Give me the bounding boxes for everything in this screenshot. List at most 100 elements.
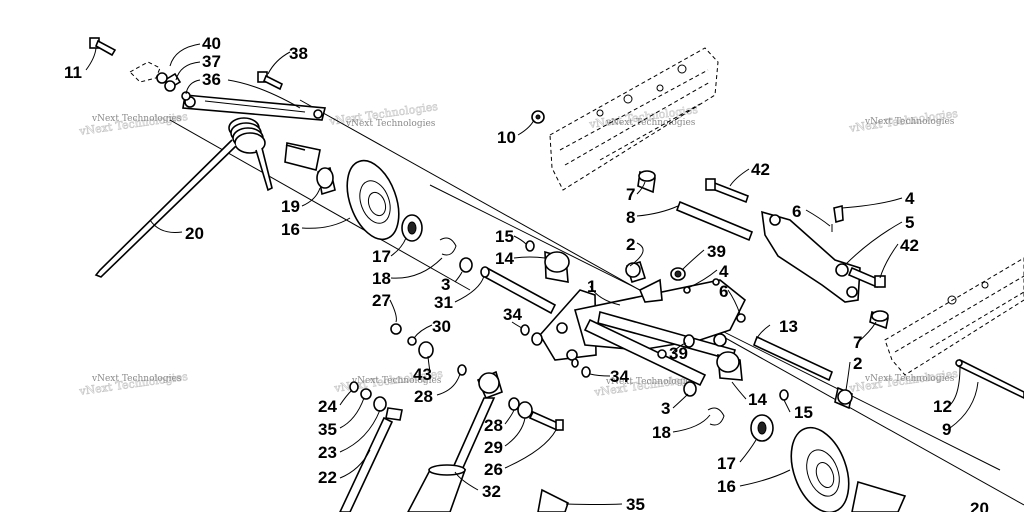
- callout-42-lower: 42: [900, 236, 919, 255]
- callout-7-lower: 7: [853, 333, 862, 352]
- callout-10: 10: [497, 128, 516, 147]
- shock-absorber-32: [407, 370, 503, 512]
- leader-lines: [85, 43, 979, 505]
- rod-9: [955, 358, 1024, 399]
- watermark: vNext Technologies: [91, 374, 182, 384]
- callout-35-lower: 35: [626, 495, 645, 512]
- callout-9: 9: [942, 420, 951, 439]
- bracket-5: [761, 210, 861, 303]
- callout-39-upper: 39: [707, 242, 726, 261]
- link-rod-22: [339, 416, 394, 512]
- callout-17-upper: 17: [372, 247, 391, 266]
- callout-23: 23: [318, 443, 337, 462]
- spring-arm-36: [182, 94, 327, 121]
- callout-34-upper: 34: [503, 305, 522, 324]
- bearing-17-lower: [750, 414, 774, 442]
- bolt-11: [89, 37, 117, 57]
- torsion-spring-assembly: [94, 94, 327, 278]
- shock-hardware: [508, 397, 564, 432]
- callout-24: 24: [318, 397, 337, 416]
- callout-31: 31: [434, 293, 453, 312]
- callout-26: 26: [484, 460, 503, 479]
- callout-40: 40: [202, 34, 221, 53]
- callout-labels: 11 40 37 36 38 10 19 16 20 42 7 8 6 4 5 …: [64, 34, 989, 512]
- callout-2-upper: 2: [626, 235, 635, 254]
- callout-42-upper: 42: [751, 160, 770, 179]
- shaft-31: [480, 266, 557, 315]
- spacer-2-lower: [834, 386, 853, 410]
- callout-18-lower: 18: [652, 423, 671, 442]
- callout-28-left: 28: [414, 387, 433, 406]
- callout-2-lower: 2: [853, 354, 862, 373]
- snap-ring-18-lower: [707, 407, 725, 426]
- swing-arm-1: [539, 278, 747, 387]
- watermark: vNext Technologies: [864, 117, 955, 127]
- callout-29: 29: [484, 438, 503, 457]
- bushing-14-upper: [525, 240, 570, 283]
- callout-7-upper: 7: [626, 185, 635, 204]
- callout-13: 13: [779, 317, 798, 336]
- callout-5: 5: [905, 213, 914, 232]
- shaft-13: [752, 335, 834, 382]
- bushing-19: [316, 166, 336, 196]
- callout-30: 30: [432, 317, 451, 336]
- callout-11: 11: [64, 63, 82, 82]
- callout-36: 36: [202, 70, 221, 89]
- callout-32: 32: [482, 482, 501, 501]
- callout-22: 22: [318, 468, 337, 487]
- callout-6-upper: 6: [792, 202, 801, 221]
- callout-28-right: 28: [484, 416, 503, 435]
- callout-27: 27: [372, 291, 391, 310]
- idler-wheel-16-upper: [346, 159, 400, 241]
- watermark: vNext Technologies: [351, 376, 442, 386]
- callout-14-upper: 14: [495, 249, 514, 268]
- bushing-7-upper: [637, 170, 656, 194]
- watermark: vNext Technologies: [864, 374, 955, 384]
- callout-15-lower: 15: [794, 403, 813, 422]
- bushing-7-lower: [869, 310, 889, 330]
- callout-35-left: 35: [318, 420, 337, 439]
- bushing-lower-right: [851, 480, 907, 512]
- shaft-8: [675, 200, 754, 242]
- callout-19: 19: [281, 197, 300, 216]
- watermarks: vNext Technologies vNext Technologies vN…: [77, 100, 959, 400]
- watermark: vNext Technologies: [91, 114, 182, 124]
- callout-38: 38: [289, 44, 308, 63]
- callout-39-lower: 39: [669, 344, 688, 363]
- rail-slide-lower: [884, 257, 1024, 376]
- part-35-lower: [537, 488, 569, 512]
- spacer-2-upper: [625, 261, 647, 283]
- bolt-38: [257, 71, 284, 91]
- watermark: vNext Technologies: [345, 119, 436, 129]
- callout-8: 8: [626, 208, 635, 227]
- bushing-14-lower: [716, 351, 789, 401]
- spacer-3-upper: [459, 257, 473, 273]
- callout-20: 20: [185, 224, 204, 243]
- nut-39-upper: [670, 267, 686, 281]
- callout-4-lower: 4: [719, 262, 729, 281]
- watermark: vNext Technologies: [605, 377, 696, 387]
- rail-outline: [549, 47, 719, 191]
- left-shaft-axis: [169, 119, 471, 291]
- bearing-17-upper: [401, 214, 423, 242]
- bolt-42-upper: [705, 178, 749, 204]
- callout-4-upper: 4: [905, 189, 915, 208]
- washer-15-lower: [779, 389, 789, 401]
- callout-6-lower: 6: [719, 282, 728, 301]
- callout-34-lower: 34: [610, 367, 629, 386]
- bolt-42-lower: [847, 266, 886, 289]
- right-small-hardware: [683, 278, 746, 323]
- callout-17-lower: 17: [717, 454, 736, 473]
- callout-15-upper: 15: [495, 227, 514, 246]
- callout-37: 37: [202, 52, 221, 71]
- callout-16-lower: 16: [717, 477, 736, 496]
- callout-16-upper: 16: [281, 220, 300, 239]
- callout-1: 1: [587, 277, 596, 296]
- nut-10: [531, 110, 545, 124]
- grease-fitting-4: [831, 204, 844, 232]
- callout-14-lower: 14: [748, 390, 767, 409]
- callout-12: 12: [933, 397, 952, 416]
- callout-18-upper: 18: [372, 269, 391, 288]
